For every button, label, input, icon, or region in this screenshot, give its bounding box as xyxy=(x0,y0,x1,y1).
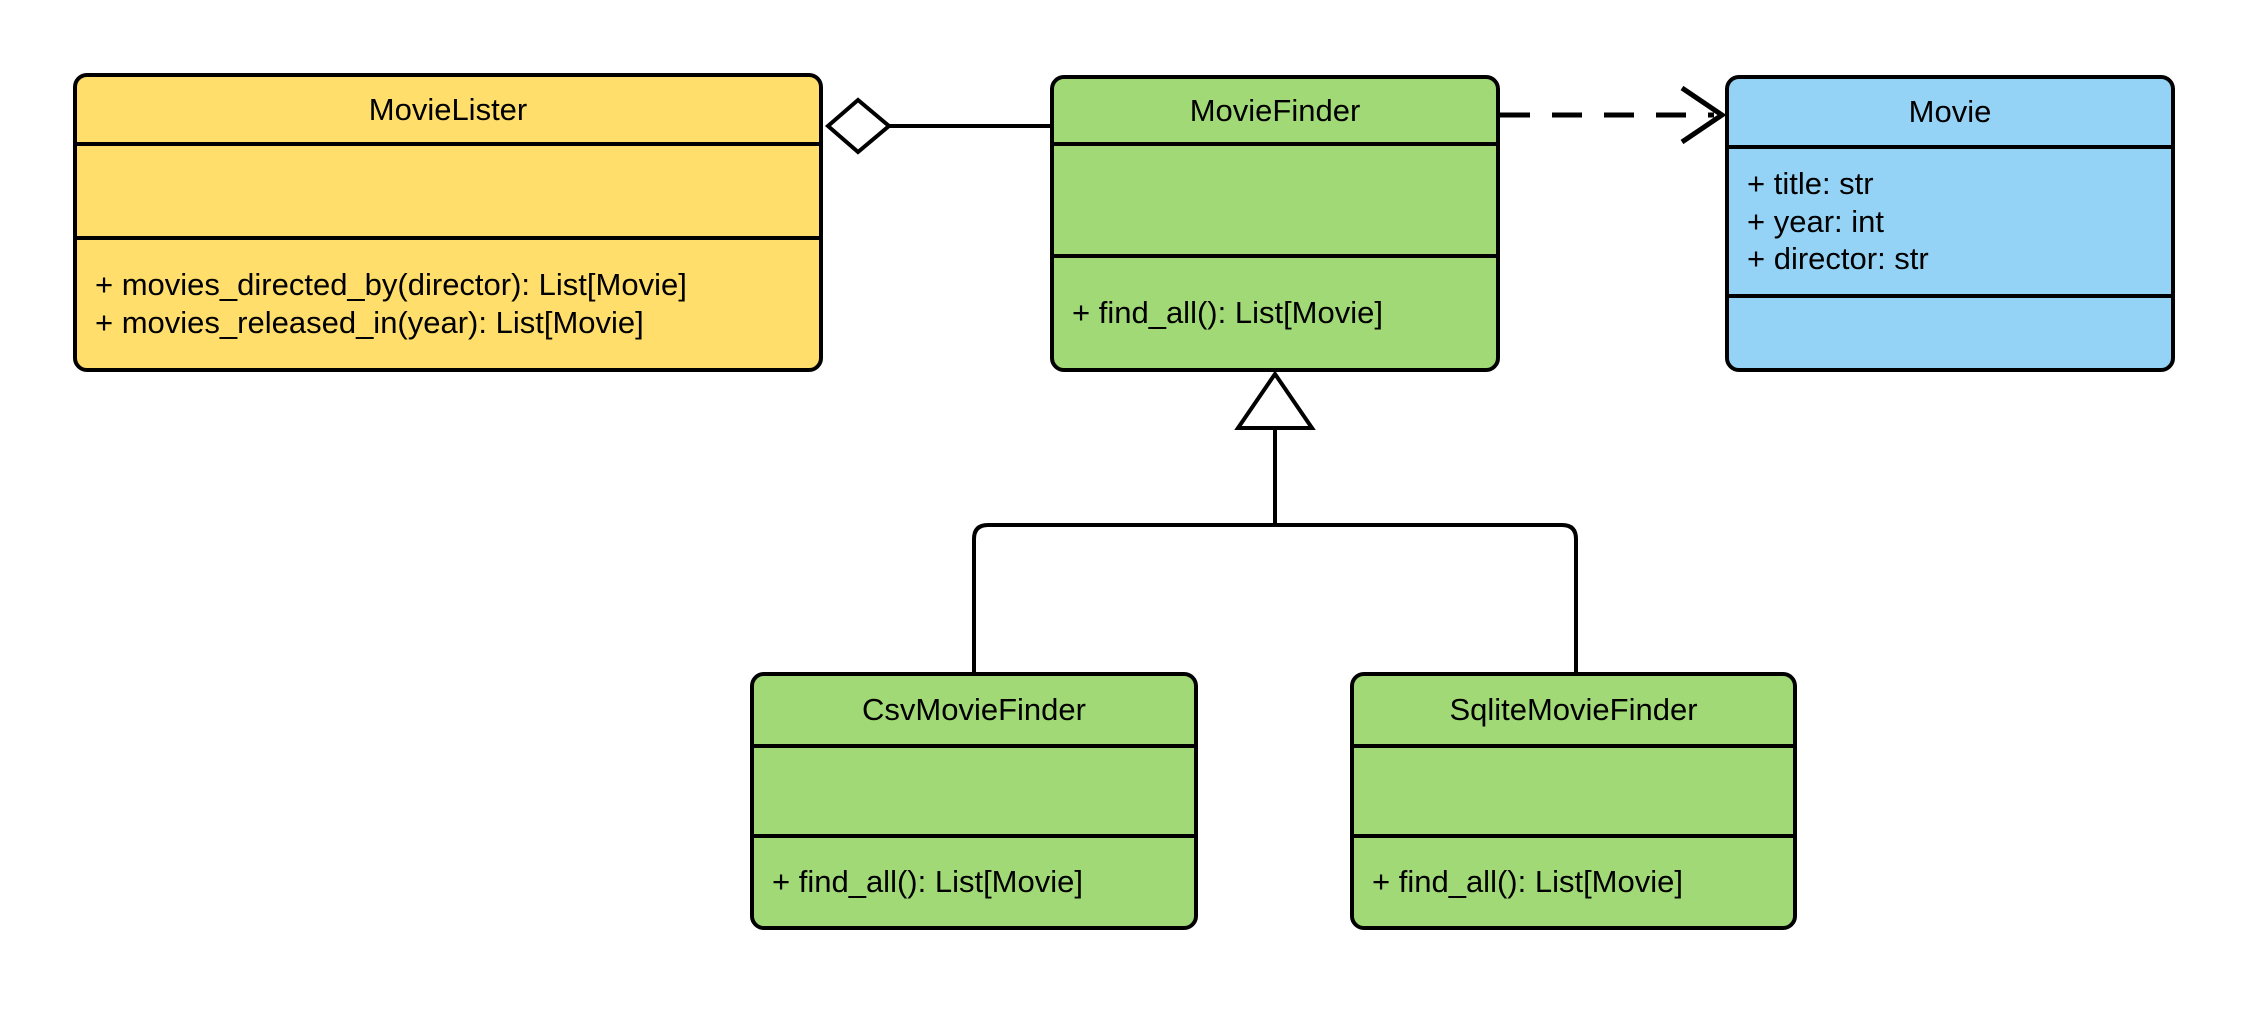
class-name-compartment-sqlite-movie-finder: SqliteMovieFinder xyxy=(1354,676,1793,744)
open-arrow-icon xyxy=(1680,85,1727,145)
class-box-movie-finder[interactable]: MovieFinder + find_all(): List[Movie] xyxy=(1050,75,1500,372)
class-name-compartment-csv-movie-finder: CsvMovieFinder xyxy=(754,676,1194,744)
attribute-item: + year: int xyxy=(1747,203,1884,239)
class-box-movie-lister[interactable]: MovieLister + movies_directed_by(directo… xyxy=(73,73,823,372)
attributes-compartment-csv-movie-finder xyxy=(754,744,1194,834)
methods-compartment-movie xyxy=(1729,294,2171,368)
attributes-compartment-movie-lister xyxy=(77,142,819,236)
class-title-movie-lister: MovieLister xyxy=(368,91,528,127)
hollow-diamond-icon xyxy=(824,97,893,155)
method-item: + find_all(): List[Movie] xyxy=(1372,864,1683,900)
class-title-sqlite-movie-finder: SqliteMovieFinder xyxy=(1449,692,1698,728)
attributes-compartment-sqlite-movie-finder xyxy=(1354,744,1793,834)
methods-compartment-movie-lister: + movies_directed_by(director): List[Mov… xyxy=(77,236,819,368)
methods-compartment-csv-movie-finder: + find_all(): List[Movie] xyxy=(754,834,1194,926)
class-name-compartment-movie-lister: MovieLister xyxy=(77,77,819,142)
class-name-compartment-movie: Movie xyxy=(1729,79,2171,145)
edge-dependency-finder-movie xyxy=(1500,85,1727,145)
class-title-movie-finder: MovieFinder xyxy=(1189,92,1361,128)
method-item: + movies_released_in(year): List[Movie] xyxy=(95,305,644,340)
attributes-compartment-movie: + title: str + year: int + director: str xyxy=(1729,145,2171,294)
generalization-branch-bar xyxy=(972,523,1578,672)
attribute-item: + director: str xyxy=(1747,241,1929,277)
class-box-sqlite-movie-finder[interactable]: SqliteMovieFinder + find_all(): List[Mov… xyxy=(1350,672,1797,930)
class-title-movie: Movie xyxy=(1908,94,1992,130)
hollow-triangle-icon xyxy=(1234,370,1316,430)
methods-compartment-sqlite-movie-finder: + find_all(): List[Movie] xyxy=(1354,834,1793,926)
class-name-compartment-movie-finder: MovieFinder xyxy=(1054,79,1496,142)
class-box-movie[interactable]: Movie + title: str + year: int + directo… xyxy=(1725,75,2175,372)
edge-aggregation-lister-finder xyxy=(824,97,1050,155)
method-item: + find_all(): List[Movie] xyxy=(772,864,1083,900)
attribute-item: + title: str xyxy=(1747,165,1874,201)
attributes-compartment-movie-finder xyxy=(1054,142,1496,254)
class-title-csv-movie-finder: CsvMovieFinder xyxy=(862,692,1086,728)
class-box-csv-movie-finder[interactable]: CsvMovieFinder + find_all(): List[Movie] xyxy=(750,672,1198,930)
method-item: + find_all(): List[Movie] xyxy=(1072,295,1383,331)
edge-generalization-tree xyxy=(972,370,1578,672)
method-item: + movies_directed_by(director): List[Mov… xyxy=(95,267,687,303)
methods-compartment-movie-finder: + find_all(): List[Movie] xyxy=(1054,254,1496,368)
